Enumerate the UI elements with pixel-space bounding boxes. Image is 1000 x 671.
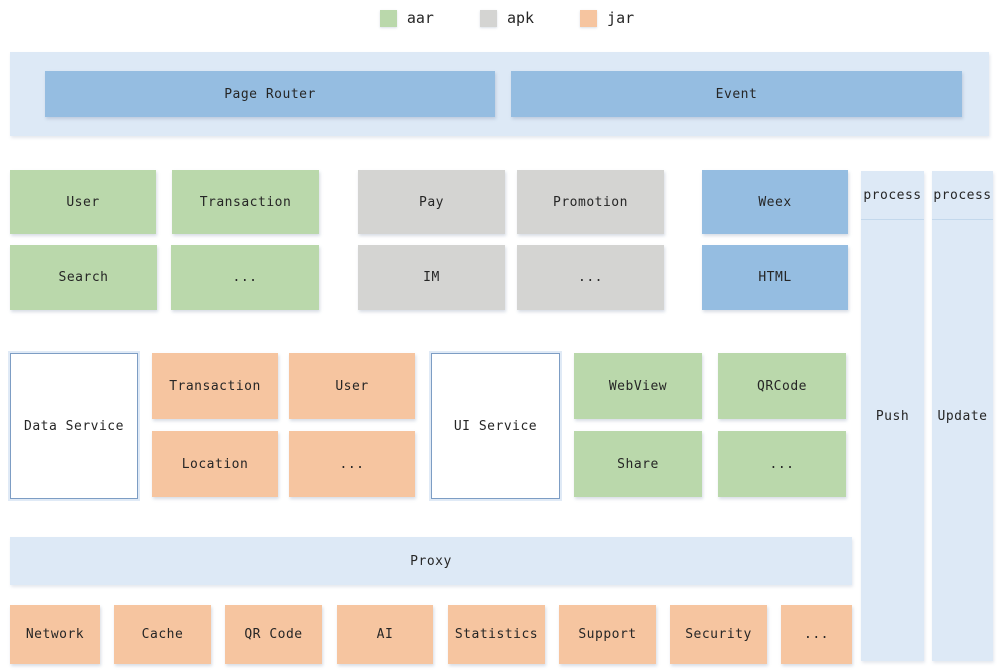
node-security: Security (670, 605, 767, 664)
node-qr-code: QR Code (225, 605, 322, 664)
node-data-location: Location (152, 431, 278, 497)
legend-item-apk: apk (479, 9, 535, 27)
node-data-transaction: Transaction (152, 353, 278, 419)
node-pay: Pay (358, 170, 505, 234)
node-qrcode: QRCode (718, 353, 846, 419)
node-promotion: Promotion (517, 170, 664, 234)
process-label-push: Push (875, 408, 910, 424)
legend-item-aar: aar (379, 9, 434, 27)
node-more-aar: ... (171, 245, 319, 310)
legend-swatch-aar (379, 9, 397, 27)
legend-label-apk: apk (506, 9, 535, 27)
node-ai: AI (337, 605, 433, 664)
node-share: Share (574, 431, 702, 497)
node-ui-more: ... (718, 431, 846, 497)
legend: aar apk jar (0, 9, 1000, 27)
node-search: Search (10, 245, 157, 310)
legend-swatch-jar (580, 9, 598, 27)
node-transaction: Transaction (172, 170, 319, 234)
node-data-more: ... (289, 431, 415, 497)
node-user: User (10, 170, 156, 234)
node-page-router: Page Router (45, 71, 495, 117)
node-support: Support (559, 605, 656, 664)
legend-label-aar: aar (406, 9, 434, 27)
process-header-update: process (932, 171, 993, 220)
node-cache: Cache (114, 605, 211, 664)
node-html: HTML (702, 245, 848, 310)
node-more-apk: ... (517, 245, 664, 310)
node-im: IM (358, 245, 505, 310)
node-network: Network (10, 605, 100, 664)
node-statistics: Statistics (448, 605, 545, 664)
legend-swatch-apk (479, 9, 497, 27)
node-data-service: Data Service (10, 353, 138, 499)
node-data-user: User (289, 353, 415, 419)
process-header-push: process (861, 171, 924, 220)
node-webview: WebView (574, 353, 702, 419)
node-foundation-more: ... (781, 605, 852, 664)
node-event: Event (511, 71, 962, 117)
process-column-push: process Push (861, 171, 924, 661)
process-label-update: Update (937, 408, 988, 424)
node-proxy: Proxy (10, 537, 852, 585)
legend-label-jar: jar (607, 9, 635, 27)
process-column-update: process Update (932, 171, 993, 661)
node-ui-service: UI Service (431, 353, 560, 499)
node-weex: Weex (702, 170, 848, 234)
legend-item-jar: jar (580, 9, 634, 27)
